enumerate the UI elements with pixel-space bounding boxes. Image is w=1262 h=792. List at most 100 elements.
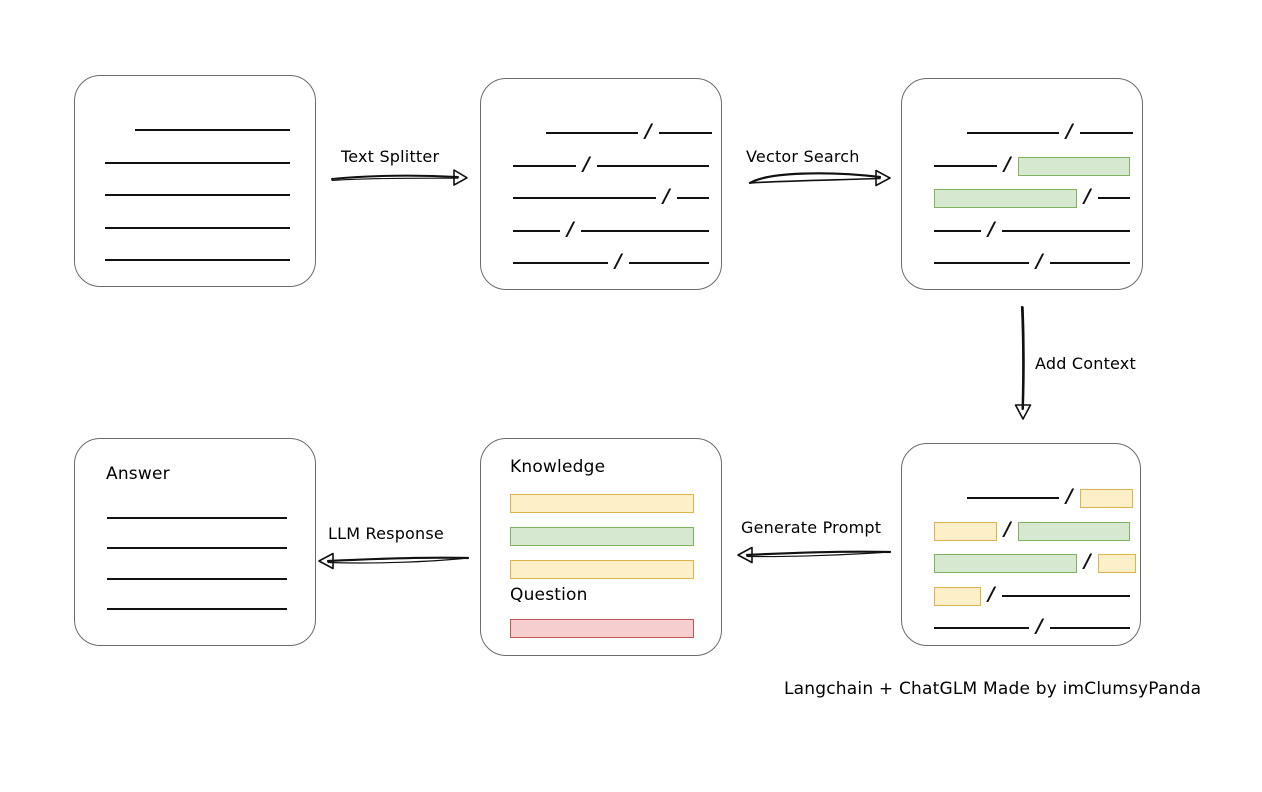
text-line-segment	[546, 131, 638, 135]
document-line: /	[902, 517, 1140, 542]
context-document-lines: / / / / /	[902, 444, 1140, 645]
knowledge-bar-3[interactable]	[510, 560, 694, 579]
answer-rule	[107, 578, 287, 581]
text-line-segment	[513, 164, 576, 168]
text-line-segment	[105, 258, 290, 262]
document-line	[75, 152, 315, 174]
document-line: /	[481, 119, 721, 144]
text-line-segment	[596, 164, 709, 168]
text-line-segment	[934, 164, 997, 168]
document-line: /	[902, 217, 1142, 242]
document-line: /	[902, 582, 1140, 607]
card-answer[interactable]: Answer	[74, 438, 316, 646]
text-line-segment	[628, 261, 709, 265]
document-line	[75, 119, 315, 141]
split-document-lines: / / / / /	[481, 79, 721, 289]
highlight-chip-yellow[interactable]	[1079, 488, 1133, 508]
diagram-caption: Langchain + ChatGLM Made by imClumsyPand…	[784, 679, 1202, 699]
chunk-separator: /	[583, 152, 590, 175]
card-vector-search-result[interactable]: / / / / /	[901, 78, 1143, 290]
chunk-separator: /	[1084, 184, 1091, 207]
highlight-chip-green[interactable]	[1017, 521, 1130, 541]
text-line-segment	[1001, 594, 1130, 598]
highlight-chip-green[interactable]	[1017, 156, 1130, 176]
document-line	[75, 184, 315, 206]
chunk-separator: /	[988, 582, 995, 605]
chunk-separator: /	[1066, 119, 1073, 142]
answer-rule	[107, 547, 287, 550]
text-line-segment	[676, 196, 709, 200]
document-line	[75, 217, 315, 239]
source-document-lines	[75, 76, 315, 286]
text-line-segment	[105, 161, 290, 165]
text-line-segment	[1079, 131, 1133, 135]
question-heading: Question	[510, 585, 588, 605]
text-line-segment	[658, 131, 712, 135]
knowledge-bar-2[interactable]	[510, 527, 694, 546]
text-line-segment	[135, 128, 290, 132]
highlight-chip-green[interactable]	[934, 188, 1077, 208]
chunk-separator: /	[1066, 484, 1073, 507]
arrow-generate-prompt	[737, 546, 892, 564]
knowledge-bar-1[interactable]	[510, 494, 694, 513]
chunk-separator: /	[1004, 152, 1011, 175]
arrow-label-add-context: Add Context	[1035, 354, 1136, 373]
arrow-add-context	[1014, 305, 1032, 420]
question-bar-1[interactable]	[510, 619, 694, 638]
text-line-segment	[1049, 261, 1130, 265]
highlight-chip-yellow[interactable]	[934, 586, 981, 606]
text-line-segment	[934, 626, 1029, 630]
document-line: /	[902, 484, 1140, 509]
document-line: /	[902, 249, 1142, 274]
answer-rule	[107, 517, 287, 520]
text-line-segment	[1001, 229, 1130, 233]
chunk-separator: /	[1084, 549, 1091, 572]
knowledge-heading: Knowledge	[510, 457, 606, 477]
document-line: /	[481, 217, 721, 242]
chunk-separator: /	[615, 249, 622, 272]
chunk-separator: /	[1004, 517, 1011, 540]
card-context-document[interactable]: / / / / /	[901, 443, 1141, 646]
answer-rule	[107, 608, 287, 611]
arrow-vector-search	[748, 169, 891, 187]
arrow-label-llm-response: LLM Response	[328, 524, 444, 543]
chunk-separator: /	[567, 217, 574, 240]
arrow-llm-response	[318, 552, 470, 570]
highlight-chip-green[interactable]	[934, 553, 1077, 573]
text-line-segment	[513, 261, 608, 265]
chunk-separator: /	[663, 184, 670, 207]
card-source-document[interactable]	[74, 75, 316, 287]
document-line: /	[902, 152, 1142, 177]
card-split-document[interactable]: / / / / /	[480, 78, 722, 290]
document-line: /	[902, 614, 1140, 639]
text-line-segment	[934, 229, 981, 233]
arrow-label-text-splitter: Text Splitter	[341, 147, 440, 166]
chunk-separator: /	[1036, 614, 1043, 637]
document-line: /	[902, 184, 1142, 209]
highlight-chip-yellow[interactable]	[1097, 553, 1136, 573]
vector-search-result-lines: / / / / /	[902, 79, 1142, 289]
text-line-segment	[1097, 196, 1130, 200]
document-line: /	[481, 249, 721, 274]
document-line	[75, 249, 315, 271]
text-line-segment	[105, 193, 290, 197]
text-line-segment	[967, 496, 1059, 500]
text-line-segment	[105, 226, 290, 230]
text-line-segment	[513, 229, 560, 233]
text-line-segment	[1049, 626, 1130, 630]
document-line: /	[481, 152, 721, 177]
text-line-segment	[934, 261, 1029, 265]
text-line-segment	[513, 196, 656, 200]
document-line: /	[481, 184, 721, 209]
arrow-text-splitter	[331, 169, 468, 186]
chunk-separator: /	[988, 217, 995, 240]
chunk-separator: /	[1036, 249, 1043, 272]
highlight-chip-yellow[interactable]	[934, 521, 997, 541]
chunk-separator: /	[645, 119, 652, 142]
answer-heading: Answer	[106, 464, 170, 484]
arrow-label-generate-prompt: Generate Prompt	[741, 518, 882, 537]
card-prompt[interactable]: Knowledge Question	[480, 438, 722, 656]
document-line: /	[902, 549, 1140, 574]
document-line: /	[902, 119, 1142, 144]
